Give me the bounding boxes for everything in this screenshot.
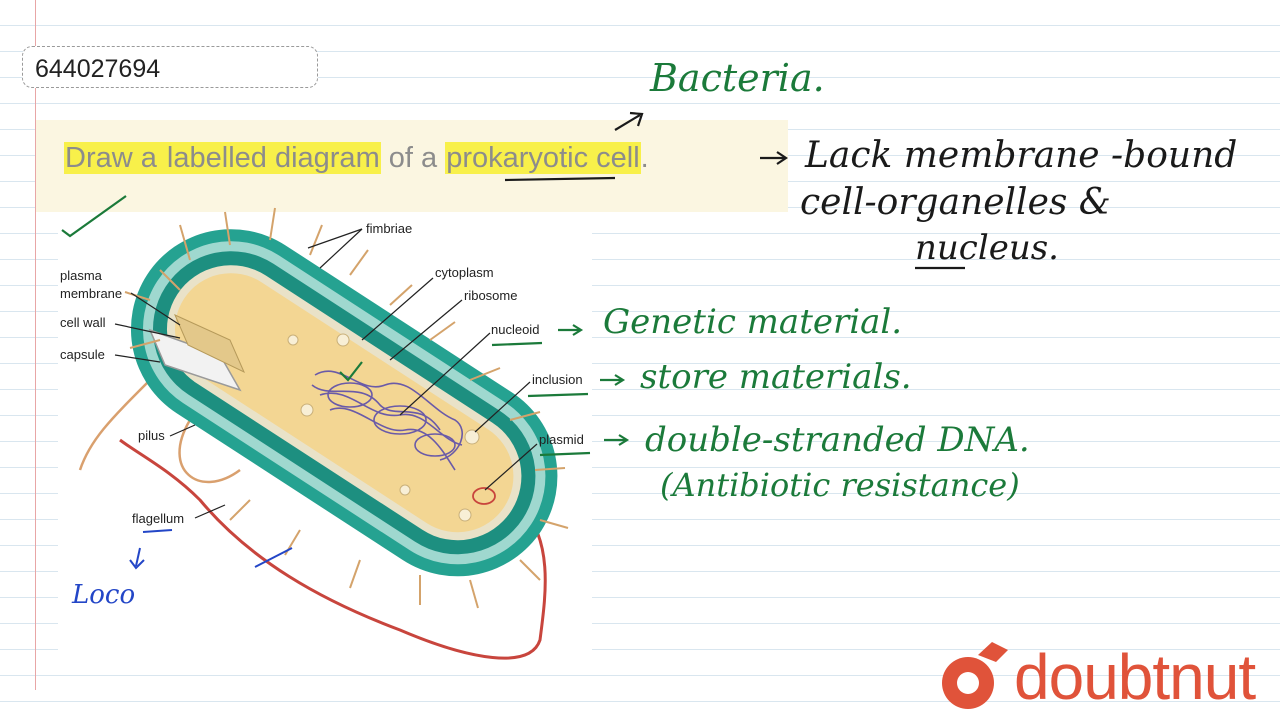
inclusion-shapes	[287, 333, 480, 522]
annotation-antibiotic-resistance: (Antibiotic resistance)	[660, 466, 1020, 504]
label-plasmid: plasmid	[539, 432, 584, 447]
label-capsule: capsule	[60, 347, 105, 362]
question-text: Draw a labelled diagram of a prokaryotic…	[64, 142, 649, 175]
label-nucleoid: nucleoid	[491, 322, 540, 337]
annotation-lack-line3: nucleus.	[915, 228, 1059, 268]
pilus-shape	[78, 379, 151, 471]
label-flagellum: flagellum	[132, 511, 185, 526]
plasmid-shape	[472, 487, 496, 505]
label-leader-lines	[114, 228, 538, 519]
annotation-lack-line2: cell-organelles &	[800, 182, 1111, 223]
label-cytoplasm: cytoplasm	[435, 265, 494, 280]
annotation-double-stranded-dna: double-stranded DNA.	[645, 420, 1030, 460]
label-pilus: pilus	[138, 428, 165, 443]
notebook-margin-line	[35, 0, 36, 690]
flagellum-shape	[119, 438, 547, 660]
label-inclusion: inclusion	[532, 372, 583, 387]
annotation-bacteria: Bacteria.	[650, 56, 825, 100]
question-part-4: prokaryotic cell	[445, 142, 641, 174]
label-membrane: membrane	[60, 286, 123, 301]
pilus-shape-2	[178, 419, 241, 484]
ink-strokes-green	[61, 195, 630, 457]
annotation-lack-line1: Lack membrane -bound	[805, 135, 1238, 176]
annotation-loco: Loco	[72, 580, 136, 610]
annotation-store-materials: store materials.	[640, 357, 912, 397]
capsule-shape	[130, 229, 558, 577]
question-part-2: labelled diagram	[165, 142, 381, 174]
question-part-5: .	[640, 142, 649, 174]
question-part-1: Draw a	[64, 142, 166, 174]
label-cell-wall: cell wall	[60, 315, 106, 330]
question-id: 644027694	[35, 55, 161, 83]
ink-strokes-blue	[129, 529, 293, 570]
question-id-box: 644027694	[22, 46, 318, 88]
label-plasma: plasma	[60, 268, 102, 283]
question-part-3: of a	[380, 142, 446, 174]
label-ribosome: ribosome	[464, 288, 518, 303]
doubtnut-logo-text: doubtnut	[1014, 641, 1256, 713]
annotation-genetic-material: Genetic material.	[603, 302, 903, 342]
fimbriae-shape	[124, 207, 569, 609]
ink-strokes-black	[504, 111, 965, 270]
doubtnut-logo-icon	[942, 642, 1008, 709]
plasma-membrane-flap	[174, 314, 245, 374]
label-fimbriae: fimbriae	[366, 221, 413, 236]
